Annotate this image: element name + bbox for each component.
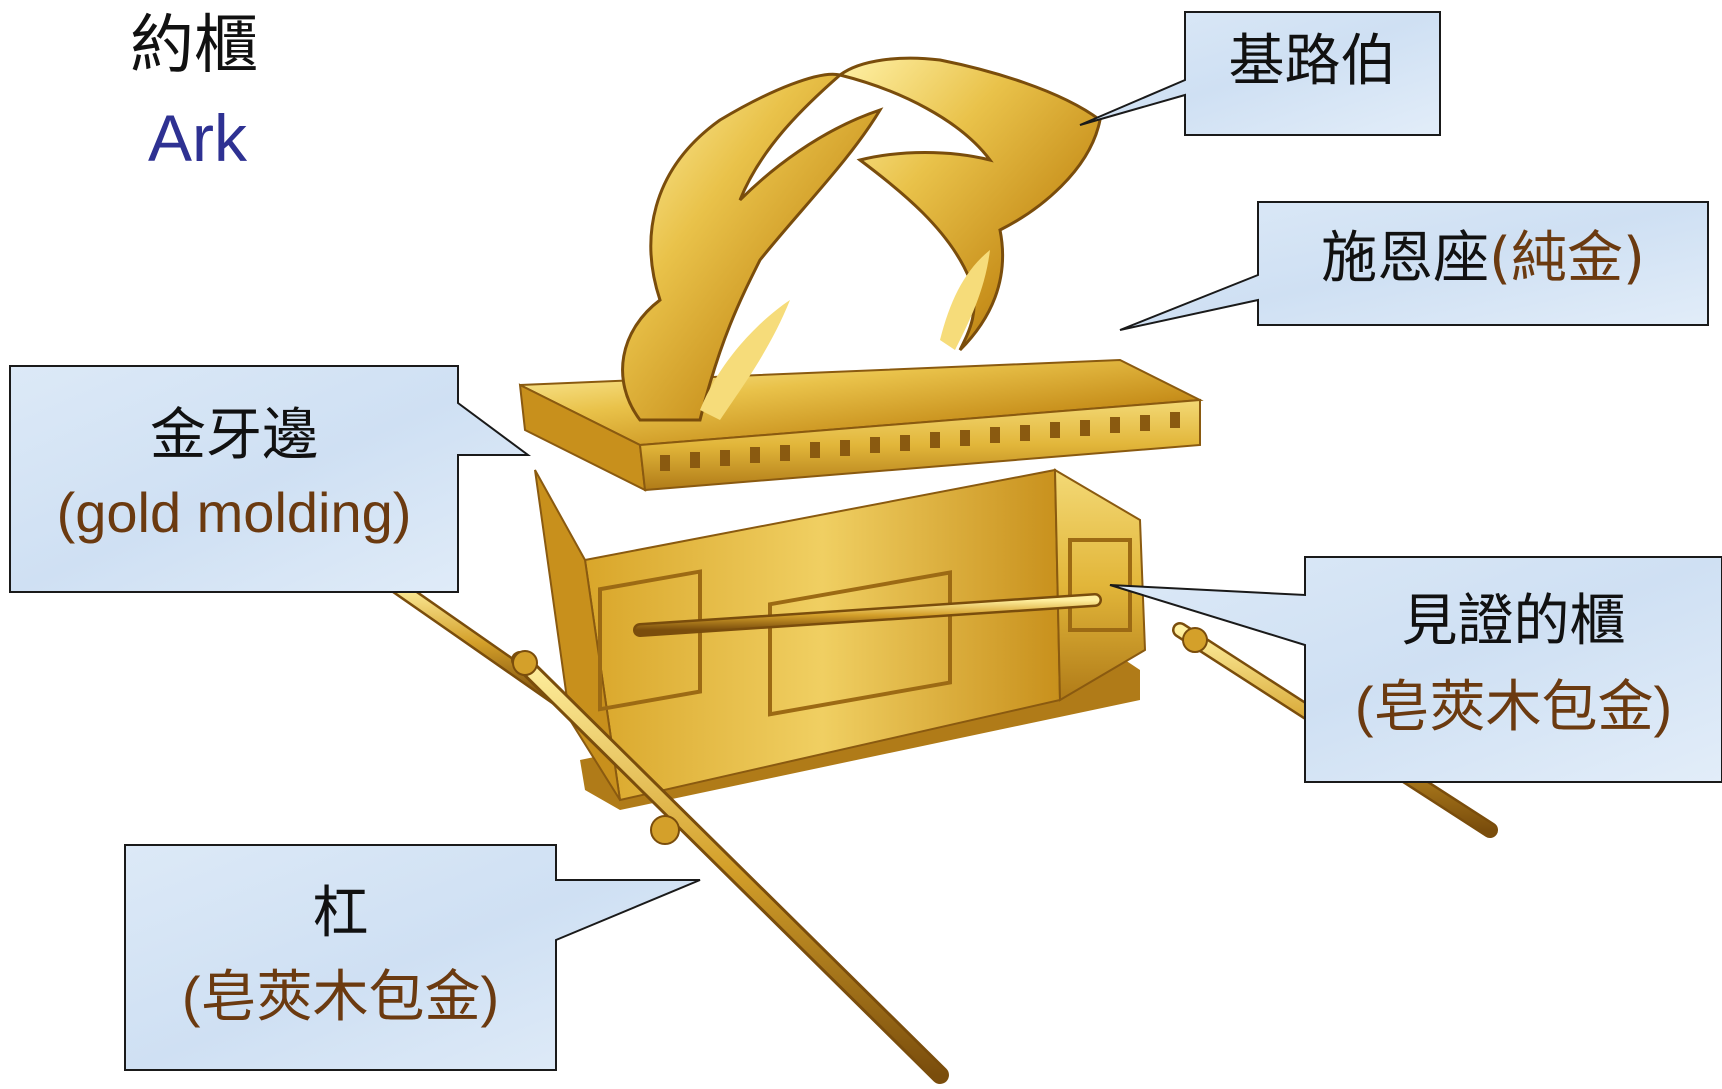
molding-label: 金牙邊 [150,403,318,468]
ark-material: (皂莢木包金) [1354,675,1673,739]
cherubim-figures [621,56,1102,422]
ark-label: 見證的櫃 [1401,589,1626,654]
pole-front [511,593,1208,1084]
callout-mercy-seat [1119,201,1709,331]
molding-material: (gold molding) [56,481,412,545]
callout-ark [1109,556,1722,783]
ark-body [534,468,1147,810]
title-chinese: 約櫃 [130,9,258,83]
callout-poles [124,844,701,1071]
poles-label: 杠 [312,881,369,946]
mercy-seat-label: 施恩座 [1321,226,1490,291]
callout-molding-text: 金牙邊 (gold molding) [10,402,458,546]
callout-cherubim [1079,11,1441,136]
callout-molding [9,365,532,593]
title-english: Ark [148,101,247,175]
mercy-seat-material: (純金) [1489,226,1645,291]
callout-poles-text: 杠 (皂莢木包金) [125,880,556,1030]
callout-mercy-seat-text: 施恩座(純金) [1258,225,1708,292]
poles-material: (皂莢木包金) [181,965,500,1029]
callout-cherubim-text: 基路伯 [1185,28,1440,95]
cherubim-label: 基路伯 [1228,29,1397,94]
callout-ark-text: 見證的櫃 (皂莢木包金) [1305,588,1722,740]
